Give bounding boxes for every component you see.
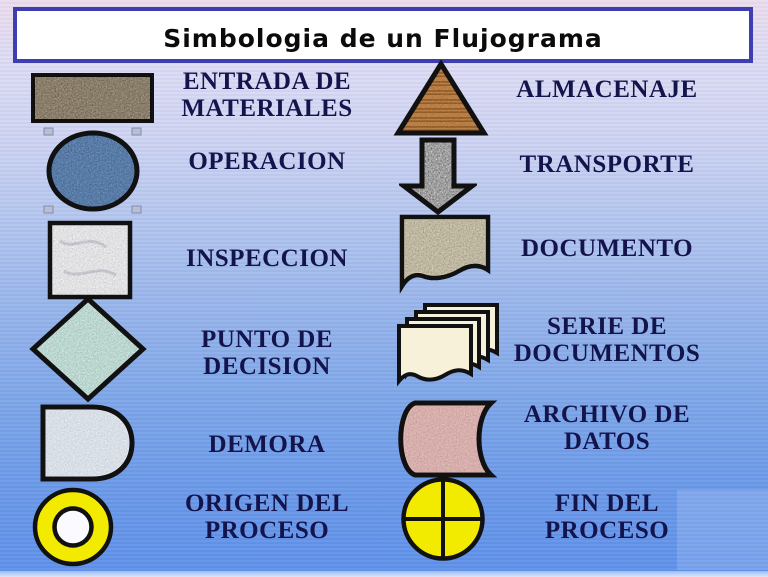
page-title: Simbologia de un Flujograma [163,23,603,53]
selection-handle [131,127,142,136]
label-documento: DOCUMENTO [520,235,694,262]
delay-d-shape [40,404,135,482]
bottom-light-strip [0,571,768,577]
label-transporte: TRANSPORTE [519,151,695,178]
label-punto-de-decision: PUNTO DE DECISION [200,326,334,380]
label-almacenaje: ALMACENAJE [516,76,698,103]
inspection-square-shape [47,220,133,300]
label-demora: DEMORA [208,431,326,458]
label-fin-del-proceso: FIN DEL PROCESO [544,490,670,544]
label-operacion: OPERACION [188,148,346,175]
bottom-right-light-patch [677,490,768,570]
raw-material-rectangle-shape [31,73,154,123]
label-entrada-de-materiales: ENTRADA DE MATERIALES [181,68,353,122]
transport-down-arrow-shape [399,137,477,216]
origin-ring-shape [32,487,114,567]
data-archive-shape [398,400,498,478]
decision-diamond-shape [29,295,147,403]
selection-handle [131,205,142,214]
operation-circle-shape [43,127,142,214]
label-inspeccion: INSPECCION [186,245,348,272]
storage-triangle-shape [393,60,489,136]
label-serie-de-documentos: SERIE DE DOCUMENTOS [513,313,701,367]
document-stack-shape [397,303,499,387]
selection-handle [43,127,54,136]
document-shape [399,214,491,294]
label-archivo-de-datos: ARCHIVO DE DATOS [523,401,691,455]
title-box: Simbologia de un Flujograma [13,7,753,63]
end-crossed-circle-shape [401,477,485,561]
label-origen-del-proceso: ORIGEN DEL PROCESO [184,490,350,544]
selection-handle [43,205,54,214]
